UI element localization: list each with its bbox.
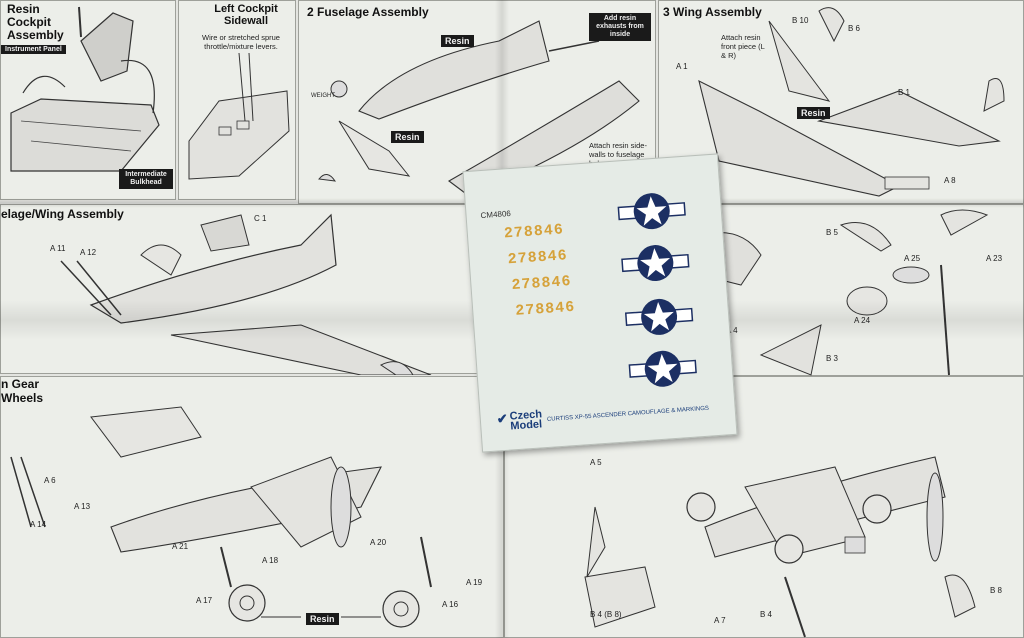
section-title-fuselage-wing: elage/Wing Assembly	[1, 207, 124, 221]
part-label: A 19	[466, 578, 483, 587]
check-mark-icon: ✔	[496, 410, 509, 427]
roundel-insignia	[628, 350, 697, 387]
part-label: A 23	[986, 254, 1003, 263]
section-title-sidewall: Left Cockpit Sidewall	[214, 3, 278, 27]
part-label: B 3	[826, 354, 839, 363]
roundel-insignia	[617, 193, 686, 230]
part-label: A 11	[50, 244, 66, 253]
add-resin-note: Add resin exhausts from inside	[589, 13, 651, 41]
wing-drawing	[698, 7, 1005, 197]
brand-name: Czech Model	[509, 408, 543, 433]
intermediate-bulkhead-tag: Intermediate Bulkhead	[119, 169, 173, 189]
part-label: B 8	[990, 586, 1003, 595]
decal-sheet: CM4806 278846 278846 278846 278846 ✔ Cze	[462, 153, 738, 453]
decal-code: CM4806	[480, 209, 512, 221]
part-label: A 12	[80, 248, 97, 257]
gear-drawing	[10, 406, 432, 628]
section-title-wing: 3 Wing Assembly	[663, 5, 762, 19]
resin-tag-fuselage-left: Resin	[391, 131, 424, 143]
right-middle-drawing	[701, 209, 989, 376]
part-label: B 4	[760, 610, 773, 619]
part-label: A 18	[262, 556, 279, 565]
resin-tag-wing: Resin	[797, 107, 830, 119]
fuselage-wing-drawing	[60, 213, 432, 375]
part-label: B 10	[792, 16, 809, 25]
attach-resin-front-note: Attach resin front piece (L & R)	[721, 33, 765, 60]
panel-sidewall: Left Cockpit Sidewall Wire or stretched …	[178, 0, 296, 200]
roundel-insignia	[621, 245, 690, 282]
panel-gear: n Gear Wheels Resin	[0, 376, 504, 638]
part-label: B 5	[826, 228, 839, 237]
serial-number: 278846	[514, 298, 576, 320]
resin-tag-gear: Resin	[306, 613, 339, 625]
serial-number: 278846	[507, 247, 569, 269]
panel-cockpit: Resin Cockpit Assembly Instrument Panel …	[0, 0, 176, 200]
part-label: A 16	[442, 600, 459, 609]
instrument-panel-tag: Instrument Panel	[1, 45, 66, 54]
part-label: A 1	[676, 62, 688, 71]
part-label: A 20	[370, 538, 387, 547]
sidewall-drawing	[188, 52, 290, 180]
right-bottom-drawing	[584, 456, 976, 638]
section-title-gear: n Gear Wheels	[1, 377, 44, 405]
part-label: A 24	[854, 316, 871, 325]
part-label: A 5	[590, 458, 602, 467]
part-label: A 17	[196, 596, 213, 605]
serial-number: 278846	[510, 272, 573, 295]
weight-label: WEIGHT	[311, 93, 335, 99]
section-title-fuselage: 2 Fuselage Assembly	[307, 5, 429, 19]
part-label: A 14	[30, 520, 47, 529]
part-label: A 21	[172, 542, 189, 551]
part-label: A 13	[74, 502, 91, 511]
part-label: C 1	[254, 214, 267, 223]
part-label: A 8	[944, 176, 956, 185]
part-label: B 6	[848, 24, 861, 33]
section-title-cockpit: Resin Cockpit Assembly	[7, 2, 64, 42]
fuselage-drawing	[318, 20, 640, 197]
panel-right-middle	[700, 204, 1024, 376]
part-label: A 7	[714, 616, 726, 625]
decal-caption: CURTISS XP-55 ASCENDER CAMOUFLAGE & MARK…	[546, 405, 710, 423]
part-label: A 25	[904, 254, 921, 263]
panel-wing: 3 Wing Assembly Attach resin front piece…	[658, 0, 1024, 204]
sidewall-note: Wire or stretched sprue throttle/mixture…	[202, 33, 280, 51]
part-label: B 1	[898, 88, 911, 97]
roundel-insignia	[624, 298, 694, 335]
part-label: A 6	[44, 476, 56, 485]
cockpit-drawing	[10, 6, 160, 172]
part-label: A 4	[726, 326, 738, 335]
panel-fuselage-wing: elage/Wing Assembly	[0, 204, 520, 375]
serial-number: 278846	[503, 221, 565, 243]
resin-tag-fuselage-top: Resin	[441, 35, 474, 47]
part-label: B 4 (B 8)	[590, 610, 622, 619]
